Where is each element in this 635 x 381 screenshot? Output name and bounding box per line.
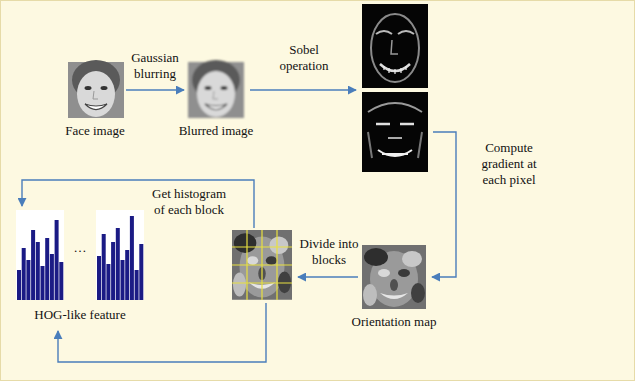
sobel-image <box>362 92 428 172</box>
image-box: Orientation map <box>362 245 426 309</box>
flow-arrow <box>298 276 358 277</box>
flow-arrow <box>22 180 254 228</box>
block-grid <box>232 230 292 300</box>
sobel-image <box>376 31 414 34</box>
image-box: Face image <box>68 62 122 118</box>
block-grid <box>232 230 292 300</box>
sobel-image <box>376 123 414 126</box>
histogram-bar <box>135 270 139 300</box>
sobel-image <box>391 40 398 54</box>
histogram-panel <box>96 210 144 300</box>
sobel-image <box>371 14 419 82</box>
histogram-bar <box>102 234 106 300</box>
image-caption: Orientation map <box>352 314 437 330</box>
histogram-feature <box>16 210 144 300</box>
histogram-bar <box>130 216 134 300</box>
flow-arrow <box>126 89 184 90</box>
block-image <box>232 230 292 300</box>
block-image <box>232 230 292 300</box>
step-label: Compute gradient at each pixel <box>472 140 546 188</box>
histogram-bar <box>97 256 101 300</box>
orientation-image <box>362 245 426 309</box>
blurred-photo <box>188 60 244 118</box>
orientation-image <box>362 245 426 309</box>
step-label: Get histogram of each block <box>152 186 226 218</box>
flow-arrow <box>432 132 456 277</box>
histogram-bar <box>31 230 35 300</box>
sobel-image <box>388 137 402 139</box>
histogram-bar <box>125 250 129 300</box>
histogram-bar <box>26 260 30 300</box>
sobel-image <box>368 132 422 158</box>
histogram-bar <box>17 270 21 300</box>
histogram-bar <box>50 254 54 300</box>
edge-label: Gaussian blurring <box>124 50 186 82</box>
sobel-image <box>384 66 406 74</box>
histogram-bar <box>59 262 63 300</box>
flow-arrow <box>250 89 356 90</box>
histogram-bar <box>106 264 110 300</box>
histogram-bar <box>55 220 59 300</box>
blurred-photo <box>188 60 244 118</box>
sobel-image <box>362 92 428 172</box>
image-caption: Blurred image <box>179 123 254 139</box>
histogram-bar <box>22 248 26 300</box>
step-label: … <box>64 240 96 256</box>
histogram-bar <box>121 260 125 300</box>
flow-arrow <box>22 90 456 362</box>
sobel-image <box>362 4 428 88</box>
image-box: HOG-like feature <box>14 210 146 302</box>
sobel-image <box>362 4 428 88</box>
histogram-bar <box>36 242 40 300</box>
step-label: Sobel operation <box>268 42 340 74</box>
sobel-image <box>378 150 412 156</box>
histogram-bar <box>111 242 115 300</box>
sobel-image <box>368 103 422 112</box>
image-caption: HOG-like feature <box>34 307 125 323</box>
histogram-panel <box>16 210 64 300</box>
image-box: Blurred image <box>188 62 244 118</box>
face-photo <box>68 60 124 118</box>
histogram-bar <box>139 244 143 300</box>
histogram-bar <box>45 238 49 300</box>
histogram-bar <box>116 228 120 300</box>
image-caption: Face image <box>65 123 125 139</box>
histogram-bar <box>41 266 45 300</box>
face-photo <box>68 60 124 118</box>
step-label: Divide into blocks <box>296 236 362 268</box>
